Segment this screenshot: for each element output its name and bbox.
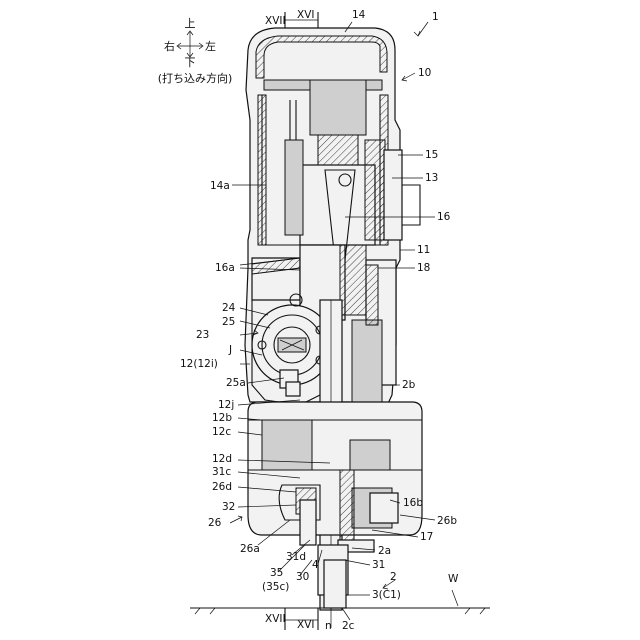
label-35: 35 xyxy=(270,567,283,579)
label-23: 23 xyxy=(196,329,209,341)
section-mark-xvii-top: XVII xyxy=(265,15,286,27)
label-31: 31 xyxy=(372,559,385,571)
label-10: 10 xyxy=(418,67,431,79)
label-13: 13 xyxy=(425,172,438,184)
label-32: 32 xyxy=(222,501,235,513)
label-2c: 2c xyxy=(342,620,355,632)
section-mark-xvi-bottom: XVI xyxy=(297,619,314,631)
label-14: 14 xyxy=(352,9,366,21)
label-25: 25 xyxy=(222,316,235,328)
label-16a: 16a xyxy=(215,262,235,274)
label-26b: 26b xyxy=(437,515,457,527)
label-2: 2 xyxy=(390,571,397,583)
label-12-12i: 12(12i) xyxy=(180,358,218,370)
legend-caption: (打ち込み方向) xyxy=(158,71,233,85)
label-15: 15 xyxy=(425,149,438,161)
label-12j: 12j xyxy=(218,399,234,411)
label-26a: 26a xyxy=(240,543,260,555)
label-11: 11 xyxy=(417,244,430,256)
label-12c: 12c xyxy=(212,426,231,438)
label-1: 1 xyxy=(432,11,439,23)
label-W: W xyxy=(448,573,459,585)
label-14a: 14a xyxy=(210,180,230,192)
workpiece xyxy=(190,608,490,628)
label-12b: 12b xyxy=(212,412,232,424)
label-26: 26 xyxy=(208,517,222,529)
label-17: 17 xyxy=(420,531,433,543)
legend-up: 上 xyxy=(185,17,196,30)
label-16: 16 xyxy=(437,211,451,223)
direction-legend: 上 下 右 左 (打ち込み方向) xyxy=(158,17,233,85)
label-26d: 26d xyxy=(212,481,232,493)
label-n: n xyxy=(325,620,332,632)
label-2b: 2b xyxy=(402,379,416,391)
label-24: 24 xyxy=(222,302,236,314)
legend-down: 下 xyxy=(185,56,196,69)
label-31d: 31d xyxy=(286,551,306,563)
label-25a: 25a xyxy=(226,377,246,389)
label-31c: 31c xyxy=(212,466,231,478)
label-4: 4 xyxy=(312,559,319,571)
legend-right: 右 xyxy=(164,39,175,53)
label-J: J xyxy=(228,344,232,356)
label-12d: 12d xyxy=(212,453,232,465)
label-3-c1: 3(C1) xyxy=(372,589,401,601)
legend-left: 左 xyxy=(205,40,216,53)
label-16b: 16b xyxy=(403,497,423,509)
label-35c: (35c) xyxy=(262,581,289,593)
section-mark-xvii-bottom: XVII xyxy=(265,613,286,625)
label-2a: 2a xyxy=(378,545,391,557)
label-30: 30 xyxy=(296,571,309,583)
label-18: 18 xyxy=(417,262,430,274)
section-mark-xvi-top: XVI xyxy=(297,9,314,21)
